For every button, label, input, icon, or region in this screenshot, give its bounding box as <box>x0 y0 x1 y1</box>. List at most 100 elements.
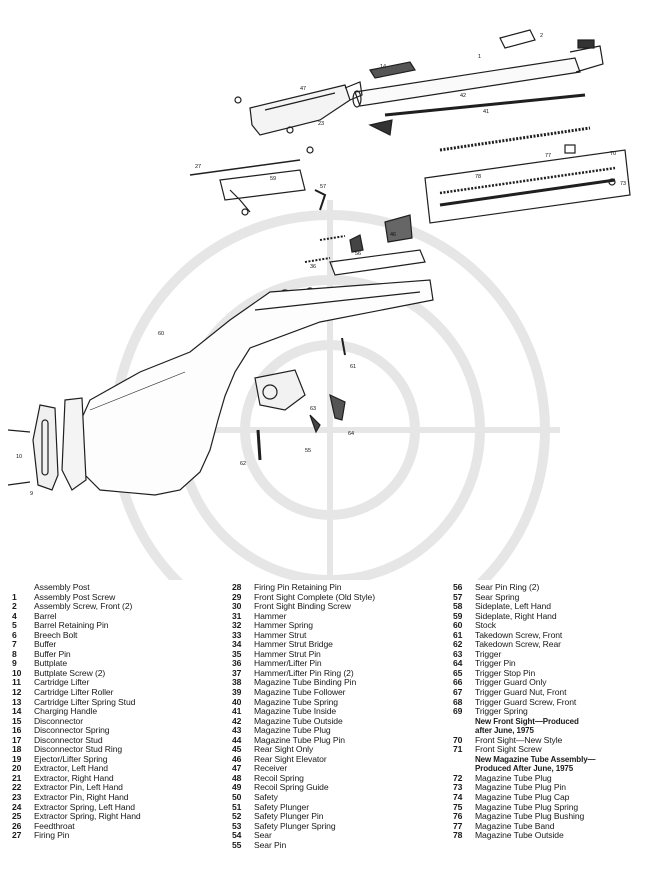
part-number: 27 <box>12 830 22 841</box>
part-name: Breech Bolt <box>34 629 78 640</box>
part-row: Assembly Post <box>12 582 141 593</box>
part-number: 35 <box>232 648 242 659</box>
part-number: 5 <box>12 620 17 631</box>
part-name: Safety Plunger Pin <box>254 811 324 822</box>
part-name: Buffer Pin <box>34 648 71 659</box>
part-name: Charging Handle <box>34 706 97 717</box>
buttplate-part <box>7 397 87 491</box>
callout-labels: 1 2 42 41 77 70 73 78 47 14 23 27 59 57 … <box>16 33 626 497</box>
part-name: Assembly Screw, Front (2) <box>34 601 133 612</box>
exploded-parts-diagram: 1 2 42 41 77 70 73 78 47 14 23 27 59 57 … <box>7 29 631 580</box>
svg-text:1: 1 <box>478 54 481 60</box>
part-name: Rear Sight Only <box>254 744 314 755</box>
svg-text:73: 73 <box>620 181 626 187</box>
part-number: 29 <box>232 591 242 602</box>
part-note: New Magazine Tube Assembly— <box>475 754 596 764</box>
part-number: 50 <box>232 792 242 803</box>
part-name: Receiver <box>254 763 288 774</box>
part-name: Magazine Tube Plug Spring <box>475 801 579 812</box>
part-name: Trigger <box>475 648 502 659</box>
part-number: 54 <box>232 830 242 841</box>
svg-text:2: 2 <box>540 33 543 39</box>
part-name: Buttplate Screw (2) <box>34 667 106 678</box>
part-number: 7 <box>12 639 17 650</box>
part-note: Produced After June, 1975 <box>475 764 574 774</box>
svg-text:57: 57 <box>320 184 326 190</box>
part-name: Sear Pin <box>254 839 287 850</box>
part-number: 2 <box>12 601 17 612</box>
part-number: 60 <box>453 620 463 631</box>
part-name: Magazine Tube Plug Bushing <box>475 811 585 822</box>
part-row: 2 Assembly Screw, Front (2) <box>12 601 141 612</box>
part-name: Front Sight Binding Screw <box>254 601 351 612</box>
part-number: 26 <box>12 820 22 831</box>
part-number: 68 <box>453 696 463 707</box>
part-row: Produced After June, 1975 <box>453 764 595 774</box>
part-name: Hammer/Lifter Pin <box>254 658 322 669</box>
part-row: New Magazine Tube Assembly— <box>453 754 596 765</box>
stock-part <box>71 279 434 496</box>
part-name: Hammer Strut Pin <box>254 648 321 659</box>
part-number: 15 <box>12 715 22 726</box>
part-row: 14 Charging Handle <box>12 706 141 717</box>
part-name: Firing Pin Retaining Pin <box>254 582 342 592</box>
part-number: 66 <box>453 677 463 688</box>
part-name: Hammer Spring <box>254 620 313 631</box>
part-name: Takedown Screw, Rear <box>475 639 561 650</box>
svg-text:41: 41 <box>483 109 489 115</box>
part-name: Disconnector <box>34 715 83 726</box>
part-name: Sear Spring <box>475 591 520 602</box>
svg-text:10: 10 <box>16 454 22 460</box>
part-name: Cartridge Lifter Roller <box>34 687 114 698</box>
part-name: Assembly Post Screw <box>34 591 116 602</box>
part-number: 56 <box>453 582 463 592</box>
part-row: 30 Front Sight Binding Screw <box>232 601 375 612</box>
part-name: Trigger Guard Nut, Front <box>475 687 567 698</box>
part-name: Magazine Tube Plug <box>254 725 331 736</box>
part-name: Recoil Spring Guide <box>254 782 329 793</box>
part-number: 46 <box>232 753 242 764</box>
part-number: 14 <box>12 706 22 717</box>
svg-text:27: 27 <box>195 164 201 170</box>
svg-text:46: 46 <box>390 232 396 238</box>
part-name: Cartridge Lifter Spring Stud <box>34 696 136 707</box>
svg-text:78: 78 <box>475 174 481 180</box>
part-number: 59 <box>453 610 463 621</box>
part-name: Recoil Spring <box>254 772 304 783</box>
part-row: 5 Barrel Retaining Pin <box>12 620 141 631</box>
svg-text:36: 36 <box>310 264 316 270</box>
svg-text:23: 23 <box>318 121 324 127</box>
part-name: Barrel Retaining Pin <box>34 620 109 631</box>
part-number: 30 <box>232 601 242 612</box>
part-name: Trigger Guard Screw, Front <box>475 696 577 707</box>
part-name: Disconnector Stud <box>34 734 103 745</box>
part-name: Ejector/Lifter Spring <box>34 753 108 764</box>
part-name: Safety Plunger <box>254 801 309 812</box>
part-name: Safety Plunger Spring <box>254 820 336 831</box>
part-number: 9 <box>12 658 17 669</box>
